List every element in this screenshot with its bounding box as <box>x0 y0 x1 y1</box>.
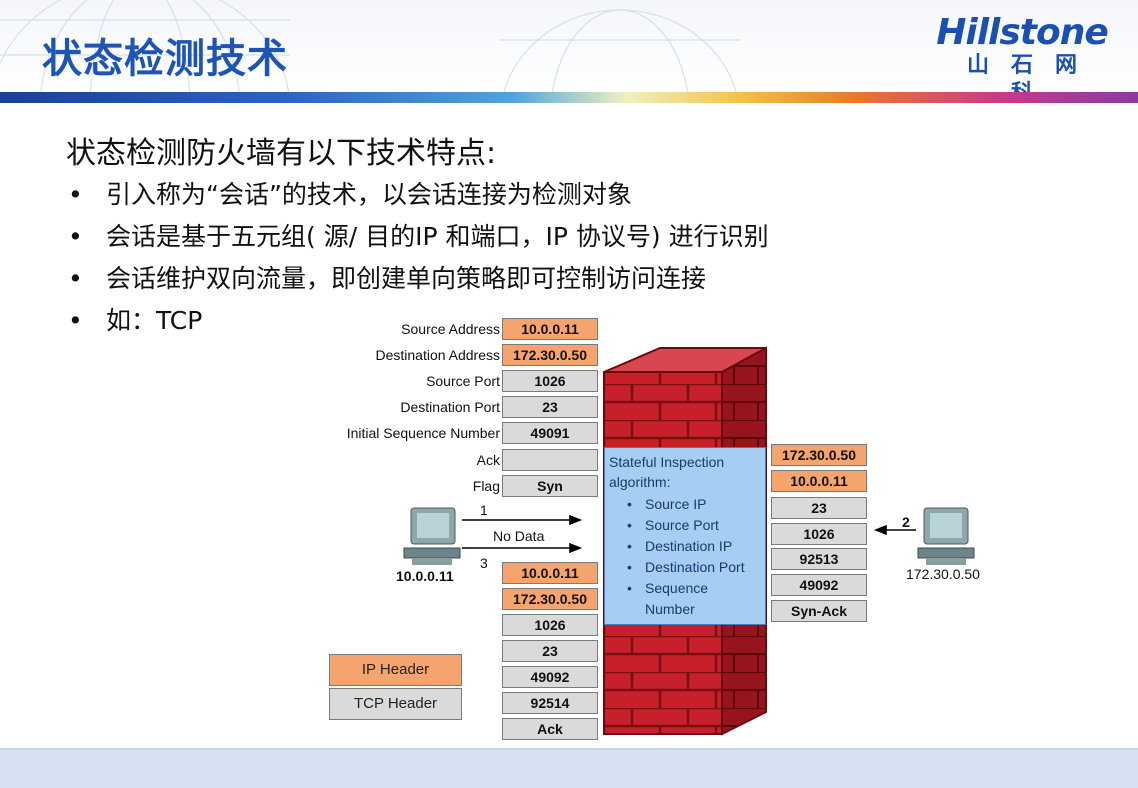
hillstone-logo: Hillstone 山石网科 <box>932 12 1112 93</box>
no-data-label: No Data <box>493 528 545 544</box>
packet1-cell <box>502 449 598 471</box>
field-label: Ack <box>476 452 500 468</box>
right-computer-icon <box>917 507 975 565</box>
inspection-list: Source IP Source Port Destination IP Des… <box>609 494 761 620</box>
packet3-cell: 49092 <box>502 666 598 688</box>
left-computer-icon <box>403 507 461 565</box>
step-1-label: 1 <box>480 502 488 518</box>
bullet-item: 会话维护双向流量，即创建单向策略即可控制访问连接 <box>66 258 769 300</box>
inspection-item: Sequence <box>609 578 761 599</box>
field-label: Source Address <box>401 321 500 337</box>
packet3-cell: 23 <box>502 640 598 662</box>
inspection-subtitle: algorithm: <box>609 474 671 490</box>
step-2-label: 2 <box>902 514 910 530</box>
field-label: Flag <box>472 478 500 494</box>
packet2-cell: 10.0.0.11 <box>771 470 867 492</box>
field-label: Initial Sequence Number <box>346 425 500 441</box>
packet2-cell: 1026 <box>771 523 867 545</box>
packet3-cell: 10.0.0.11 <box>502 562 598 584</box>
inspection-item: Destination IP <box>609 536 761 557</box>
bullet-item: 引入称为“会话”的技术，以会话连接为检测对象 <box>66 174 769 216</box>
inspection-title: Stateful Inspection <box>609 454 725 470</box>
packet1-cell: Syn <box>502 475 598 497</box>
firewall-top <box>603 347 767 373</box>
legend-ip-header: IP Header <box>329 654 462 686</box>
logo-chinese: 山石网科 <box>966 53 1099 92</box>
bullet-item: 会话是基于五元组( 源/ 目的IP 和端口，IP 协议号) 进行识别 <box>66 216 769 258</box>
packet2-cell: 23 <box>771 497 867 519</box>
inspection-item: Source Port <box>609 515 761 536</box>
bullet-item: 如：TCP <box>66 300 769 342</box>
slide-header: 状态检测技术 Hillstone 山石网科 <box>0 0 1138 92</box>
page-title: 状态检测技术 <box>42 36 288 82</box>
inspection-item-continued: Number <box>609 599 761 620</box>
packet3-cell: 1026 <box>502 614 598 636</box>
packet1-cell: 49091 <box>502 422 598 444</box>
right-host-ip: 172.30.0.50 <box>906 566 980 582</box>
intro-text: 状态检测防火墙有以下技术特点: <box>66 136 497 171</box>
packet2-cell: Syn-Ack <box>771 600 867 622</box>
stateful-inspection-box: Stateful Inspection algorithm: Source IP… <box>604 447 766 625</box>
packet3-cell: 92514 <box>502 692 598 714</box>
packet1-cell: 10.0.0.11 <box>502 318 598 340</box>
header-divider-bar <box>0 92 1138 103</box>
step-3-label: 3 <box>480 555 488 571</box>
packet2-cell: 49092 <box>771 574 867 596</box>
left-host-ip: 10.0.0.11 <box>396 568 454 584</box>
logo-wordmark: Hillstone <box>936 12 1109 53</box>
packet1-cell: 172.30.0.50 <box>502 344 598 366</box>
packet3-cell: Ack <box>502 718 598 740</box>
field-label: Source Port <box>426 373 500 389</box>
field-label: Destination Port <box>400 399 500 415</box>
legend-tcp-header: TCP Header <box>329 688 462 720</box>
packet2-cell: 172.30.0.50 <box>771 444 867 466</box>
globe-watermark-icon <box>0 0 740 92</box>
slide-footer <box>0 748 1138 788</box>
packet2-cell: 92513 <box>771 548 867 570</box>
packet1-cell: 23 <box>502 396 598 418</box>
inspection-item: Destination Port <box>609 557 761 578</box>
field-label: Destination Address <box>375 347 500 363</box>
bullet-list: 状态检测防火墙有以下技术特点: 引入称为“会话”的技术，以会话连接为检测对象 会… <box>66 134 769 342</box>
packet1-cell: 1026 <box>502 370 598 392</box>
packet3-cell: 172.30.0.50 <box>502 588 598 610</box>
inspection-item: Source IP <box>609 494 761 515</box>
